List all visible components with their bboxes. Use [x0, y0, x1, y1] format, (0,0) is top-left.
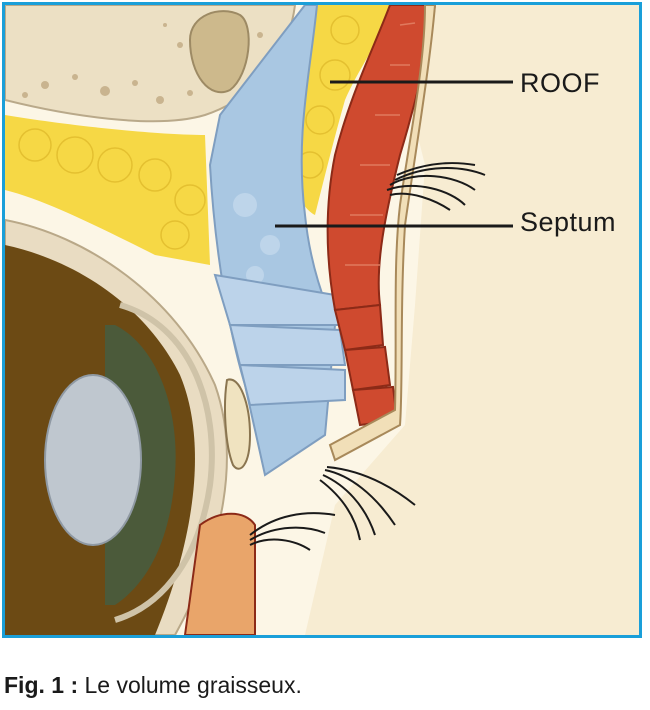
eyelid-skin-edge [328, 5, 437, 462]
caption-text: Le volume graisseux. [78, 672, 302, 698]
cornea [114, 302, 215, 623]
eyelid-anatomy-illustration [5, 5, 639, 635]
fat-lobules [18, 128, 206, 250]
lower-eyelid [183, 512, 256, 635]
caption-prefix: Fig. 1 : [4, 672, 79, 698]
figure-frame: ROOF Septum [2, 2, 642, 638]
muscle-striations [345, 22, 416, 266]
upper-eyelashes [319, 466, 416, 541]
lens [44, 374, 142, 546]
septum-label: Septum [520, 207, 617, 237]
eyebrow-hair [386, 162, 486, 211]
preaponeurotic-fat [290, 5, 390, 215]
frontal-sinus [188, 10, 250, 93]
eyelid-skin-surface [305, 5, 639, 635]
orbital-fat [5, 115, 210, 265]
figure-caption: Fig. 1 : Le volume graisseux. [4, 672, 302, 699]
septum-texture [233, 193, 280, 284]
orbicularis-slips [333, 303, 399, 427]
upper-tarsal-plate [224, 378, 252, 470]
roof-label: ROOF [520, 68, 600, 98]
septum-layers [213, 273, 347, 407]
lower-eyelashes [249, 512, 336, 551]
